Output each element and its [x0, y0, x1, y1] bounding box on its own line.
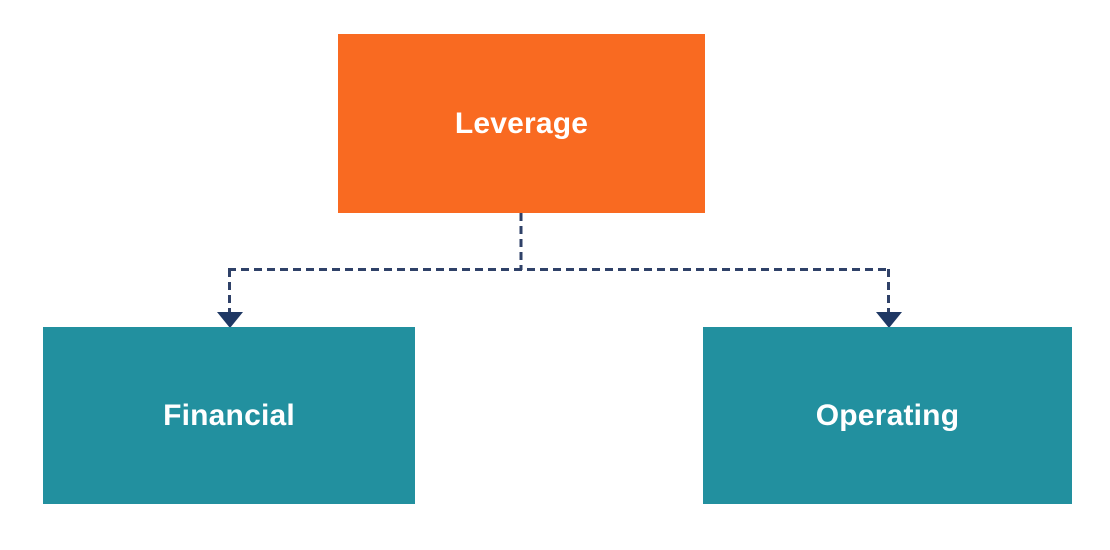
node-operating[interactable]: Operating: [703, 327, 1072, 504]
node-leverage-label: Leverage: [454, 106, 589, 140]
node-financial[interactable]: Financial: [43, 327, 415, 504]
arrowhead-operating-icon: [876, 312, 902, 328]
arrowhead-financial-icon: [217, 312, 243, 328]
node-operating-label: Operating: [815, 398, 960, 432]
node-financial-label: Financial: [163, 398, 295, 432]
node-leverage[interactable]: Leverage: [338, 34, 705, 213]
